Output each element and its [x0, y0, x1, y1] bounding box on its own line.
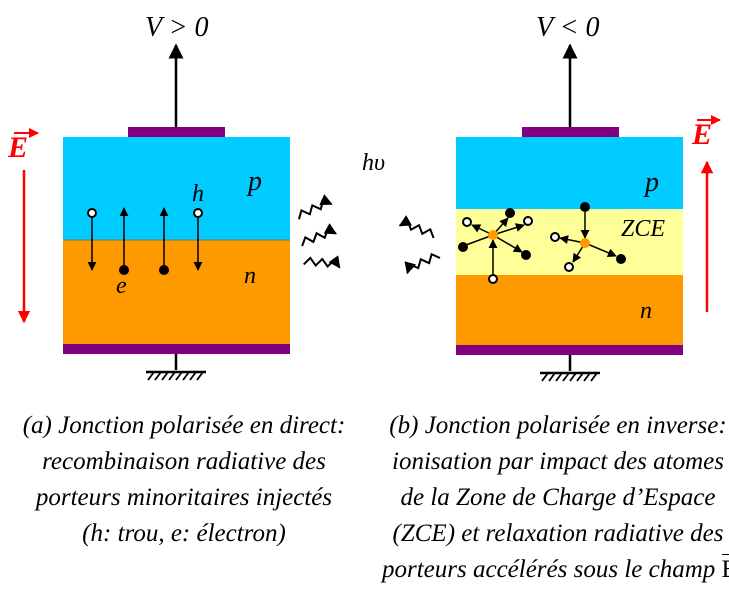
caption-b-line: (ZCE) et relaxation radiative des: [392, 520, 724, 547]
caption-b: (b) Jonction polarisée en inverse: ionis…: [382, 408, 729, 588]
n-region-b: [456, 275, 683, 345]
panel-b: V < 0 E p ZCE n: [456, 12, 721, 382]
impact-center-1: [488, 230, 498, 240]
caption-a: (a) Jonction polarisée en direct: recomb…: [14, 408, 354, 552]
caption-a-line: porteurs minoritaires injectés: [35, 484, 333, 511]
ground-a: [146, 354, 206, 381]
caption-b-last-line: porteurs accélérés sous le champ E: [382, 552, 729, 588]
electron-b5: [616, 254, 626, 264]
caption-b-line: de la Zone de Charge d’Espace: [400, 484, 716, 511]
panel-a: V > 0 E p n h e: [7, 12, 290, 381]
hole-b5: [564, 262, 574, 272]
electron-b2: [521, 250, 531, 260]
hole-1: [87, 208, 97, 271]
impact-center-2: [580, 238, 590, 248]
voltage-label-b: V < 0: [536, 12, 600, 43]
impact-event-2: [550, 202, 626, 272]
p-region-a: [63, 137, 290, 240]
electron-b3: [458, 242, 468, 252]
bottom-contact-a: [63, 344, 290, 354]
photon-wave-1: [297, 194, 333, 220]
bottom-contact-b: [456, 345, 683, 355]
p-label-a: p: [246, 166, 262, 197]
photon-wave-4: [398, 215, 435, 239]
caption-a-line: recombinaison radiative des: [42, 448, 326, 475]
caption-b-line: (b) Jonction polarisée en inverse:: [389, 412, 727, 439]
photon-wave-5: [404, 252, 441, 275]
p-region-b: [456, 137, 683, 209]
ground-b: [540, 355, 600, 382]
caption-b-line: porteurs accélérés sous le champ: [382, 556, 716, 583]
caption-b-line: ionisation par impact des atomes: [392, 448, 724, 475]
electron-b1: [505, 208, 515, 218]
field-label-a: E: [7, 131, 28, 164]
photon-label: hυ: [362, 150, 385, 176]
electron-2: [159, 207, 169, 275]
electron-b4: [580, 202, 590, 212]
photon-wave-3: [303, 255, 341, 269]
hole-b2: [462, 217, 472, 227]
n-label-a: n: [244, 263, 256, 289]
hole-b4: [550, 232, 560, 242]
caption-a-line: (a) Jonction polarisée en direct:: [22, 412, 346, 439]
photon-wave-2: [301, 223, 337, 247]
electron-label-a: e: [116, 273, 127, 299]
hole-b3: [523, 216, 533, 226]
top-contact-b: [522, 127, 619, 137]
electron-1: [119, 207, 129, 275]
zce-label-b: ZCE: [621, 216, 665, 242]
photon-emission: hυ: [297, 150, 441, 275]
field-vector-symbol: E: [721, 552, 729, 588]
hole-2: [193, 208, 203, 271]
hole-b1: [488, 274, 498, 284]
impact-event-1: [458, 208, 533, 284]
hole-label-a: h: [192, 181, 204, 207]
p-label-b: p: [643, 167, 659, 198]
caption-a-line: (h: trou, e: électron): [82, 520, 286, 547]
n-label-b: n: [640, 298, 652, 324]
top-contact-a: [128, 127, 225, 137]
field-label-b: E: [691, 118, 712, 151]
voltage-label-a: V > 0: [145, 12, 209, 43]
n-region-a: [63, 240, 290, 344]
